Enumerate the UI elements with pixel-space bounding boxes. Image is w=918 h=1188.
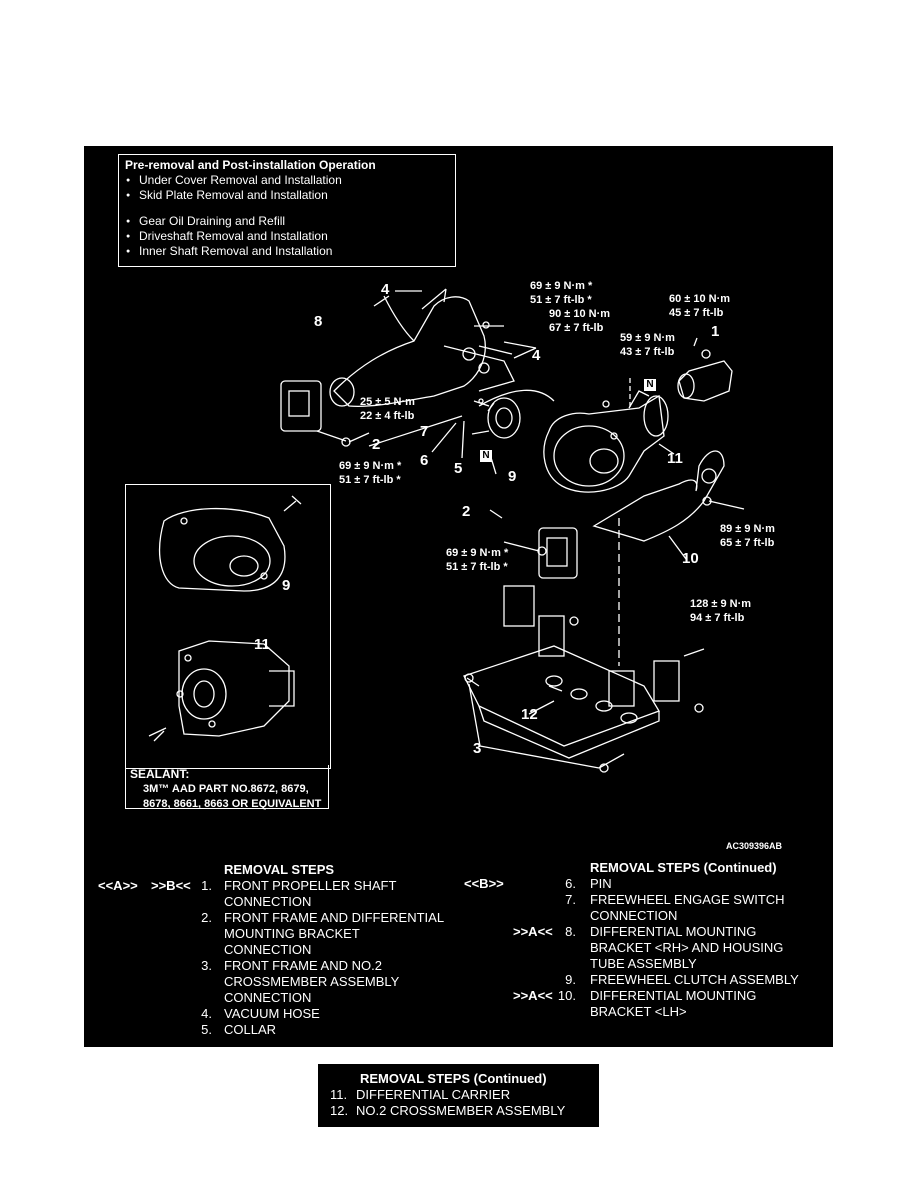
- pre-removal-list-1: Under Cover Removal and Installation Ski…: [125, 173, 449, 203]
- pre-removal-title: Pre-removal and Post-installation Operat…: [125, 158, 376, 172]
- torque-spec: 69 ± 9 N·m *51 ± 7 ft-lb *: [530, 280, 593, 306]
- step-number: 4.: [201, 1006, 212, 1021]
- step-number: 5.: [201, 1022, 212, 1037]
- callout-3: 3: [473, 740, 482, 757]
- removal-steps-title: REMOVAL STEPS (Continued): [590, 860, 777, 875]
- sealant-line-1: 3M™ AAD PART NO.8672, 8679,: [143, 783, 309, 795]
- callout-5: 5: [454, 460, 463, 477]
- step-number: 6.: [565, 876, 576, 891]
- torque-spec: 69 ± 9 N·m *51 ± 7 ft-lb *: [446, 547, 509, 573]
- step-item: 12.NO.2 CROSSMEMBER ASSEMBLY: [330, 1103, 566, 1118]
- callout-7: 7: [420, 423, 429, 440]
- pre-removal-item: Driveshaft Removal and Installation: [125, 229, 449, 244]
- callout-2: 2: [462, 503, 471, 520]
- callout-2: 2: [372, 436, 381, 453]
- pre-removal-item: Gear Oil Draining and Refill: [125, 214, 449, 229]
- step-number: 12.: [330, 1103, 349, 1118]
- callout-6: 6: [420, 452, 429, 469]
- pre-removal-list-2: Gear Oil Draining and Refill Driveshaft …: [125, 214, 449, 259]
- torque-spec: 69 ± 9 N·m *51 ± 7 ft-lb *: [339, 460, 402, 486]
- sealant-title: SEALANT:: [130, 767, 190, 781]
- step-item: 11.DIFFERENTIAL CARRIER: [330, 1087, 511, 1102]
- callout-4: 4: [532, 347, 541, 364]
- pre-removal-item: Inner Shaft Removal and Installation: [125, 244, 449, 259]
- diagram-panel: Pre-removal and Post-installation Operat…: [84, 146, 833, 1047]
- sealant-line-2: 8678, 8661, 8663 OR EQUIVALENT: [143, 798, 322, 810]
- callout-11: 11: [254, 636, 270, 653]
- step-item: 4. VACUUM HOSE: [84, 1006, 464, 1022]
- n-marker: N: [644, 379, 656, 391]
- callout-8: 8: [314, 313, 323, 330]
- removal-steps-continued-box: REMOVAL STEPS (Continued) 11.DIFFERENTIA…: [318, 1064, 599, 1127]
- step-number: 9.: [565, 972, 576, 987]
- removal-steps-title: REMOVAL STEPS: [224, 862, 335, 877]
- callout-4: 4: [381, 281, 390, 298]
- removal-steps: REMOVAL STEPS <<A>> >>B<< 1. FRONT PROPE…: [84, 862, 464, 1038]
- exploded-view-drawing: [148, 288, 745, 773]
- step-number: 8.: [565, 924, 576, 939]
- callout-9: 9: [508, 468, 517, 485]
- step-marker: <<B>>: [464, 876, 504, 891]
- step-number: 2.: [201, 910, 212, 925]
- callout-10: 10: [682, 550, 699, 567]
- callout-9: 9: [282, 577, 291, 594]
- sealant-box: SEALANT: 3M™ AAD PART NO.8672, 8679, 867…: [125, 765, 329, 810]
- step-marker: >>B<<: [151, 878, 191, 893]
- sealant-inset-box: [125, 484, 331, 769]
- pre-removal-box: Pre-removal and Post-installation Operat…: [118, 154, 456, 267]
- step-number: 11.: [330, 1087, 348, 1102]
- removal-steps-continued: REMOVAL STEPS (Continued) <<B>> 6. PIN 7…: [460, 860, 830, 1020]
- pre-removal-item: Skid Plate Removal and Installation: [125, 188, 449, 203]
- step-number: 10.: [557, 988, 576, 1003]
- step-marker: >>A<<: [513, 924, 553, 939]
- step-number: 3.: [201, 958, 212, 973]
- callout-1: 1: [711, 323, 720, 340]
- step-number: 1.: [201, 878, 212, 893]
- callout-11: 11: [667, 450, 683, 467]
- figure-id: AC309396AB: [726, 841, 783, 851]
- step-item: 5. COLLAR: [84, 1022, 464, 1038]
- pre-removal-item: Under Cover Removal and Installation: [125, 173, 449, 188]
- callout-12: 12: [521, 706, 538, 723]
- step-number: 7.: [565, 892, 576, 907]
- step-marker: <<A>>: [98, 878, 138, 893]
- n-marker: N: [480, 450, 492, 462]
- step-marker: >>A<<: [513, 988, 553, 1003]
- step-item: <<B>> 6. PIN: [464, 876, 612, 891]
- step-item: 9. FREEWHEEL CLUTCH ASSEMBLY: [460, 972, 830, 988]
- removal-steps-title: REMOVAL STEPS (Continued): [360, 1071, 547, 1086]
